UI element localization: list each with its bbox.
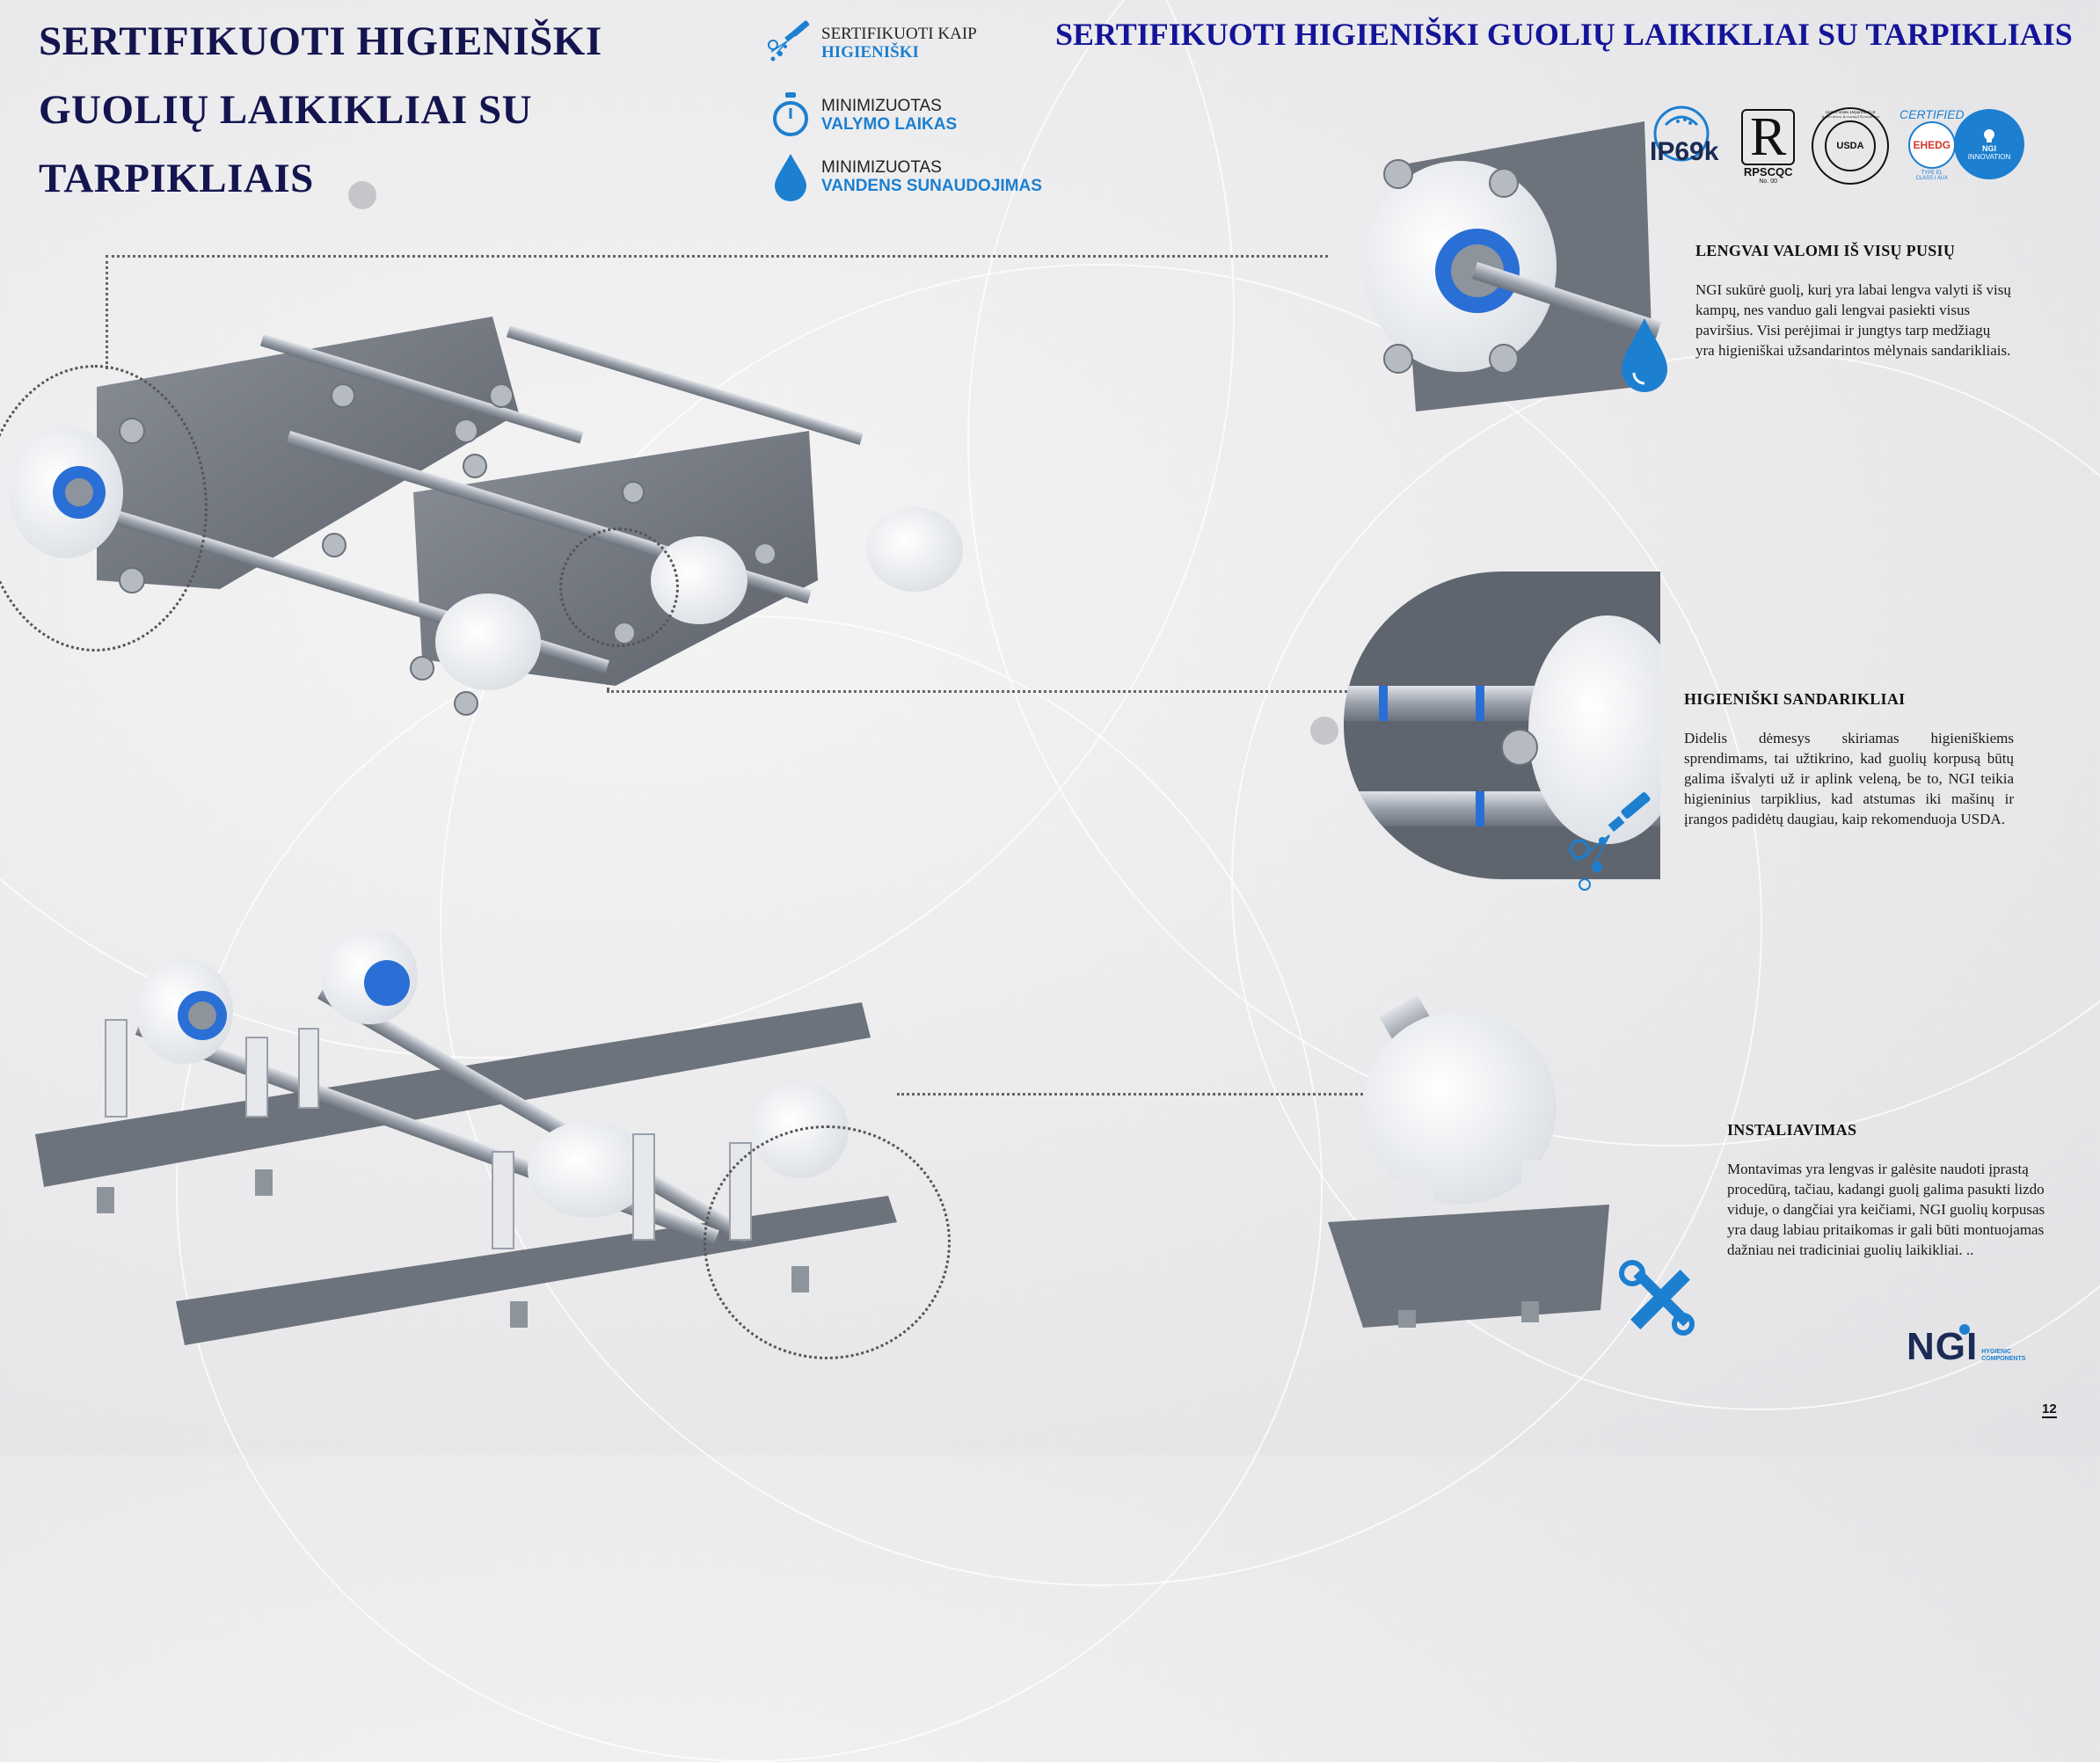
lightbulb-icon xyxy=(1984,128,1994,142)
detail-image-cleaning xyxy=(1345,121,1662,411)
detail-highlight-center xyxy=(559,528,679,647)
page-title: SERTIFIKUOTI HIGIENIŠKI GUOLIŲ LAIKIKLIA… xyxy=(39,18,602,201)
spray-icon xyxy=(1558,791,1673,901)
stopwatch-icon xyxy=(765,90,816,141)
section-easy-cleaning: LENGVAI VALOMI IŠ VISŲ PUSIŲ NGI sukūrė … xyxy=(1695,242,2011,359)
feature-cleaning-time: MINIMIZUOTAS VALYMO LAIKAS xyxy=(765,90,957,141)
detail-highlight-left xyxy=(0,365,208,652)
section-installation: INSTALIAVIMAS Montavimas yra lengvas ir … xyxy=(1727,1121,2045,1258)
detail-highlight-rail xyxy=(704,1125,951,1359)
page-number: 12 xyxy=(2042,1402,2057,1418)
wrench-ruler-icon xyxy=(1618,1259,1697,1343)
spray-icon xyxy=(765,18,816,69)
logo-dot xyxy=(1959,1324,1970,1335)
feature-water-usage: MINIMIZUOTAS VANDENS SUNAUDOJIMAS xyxy=(765,151,1042,202)
ip69k-icon xyxy=(1653,106,1710,162)
detail-image-installation xyxy=(1328,994,1609,1328)
ehedg-badge: CERTIFIED EHEDG TYPE EL CLASS I AUX xyxy=(1899,107,1965,181)
rpscqc-badge: R RPSCQC No. 00 xyxy=(1741,109,1796,185)
water-drop-icon xyxy=(765,151,816,202)
section-hygienic-seals: HIGIENIŠKI SANDARIKLIAI Didelis dėmesys … xyxy=(1684,690,2014,827)
ip69k-badge: IP69k xyxy=(1646,104,1730,174)
water-drop-icon xyxy=(1618,317,1671,400)
section-title: SERTIFIKUOTI HIGIENIŠKI GUOLIŲ LAIKIKLIA… xyxy=(1055,17,2073,52)
feature-certified-hygienic: SERTIFIKUOTI KAIP HIGIENIŠKI xyxy=(765,18,977,69)
ngi-innovation-badge: NGI INNOVATION xyxy=(1954,109,2024,179)
detail-image-seals xyxy=(1344,572,1660,879)
usda-badge: USDA United States Department of Agricul… xyxy=(1812,107,1889,185)
